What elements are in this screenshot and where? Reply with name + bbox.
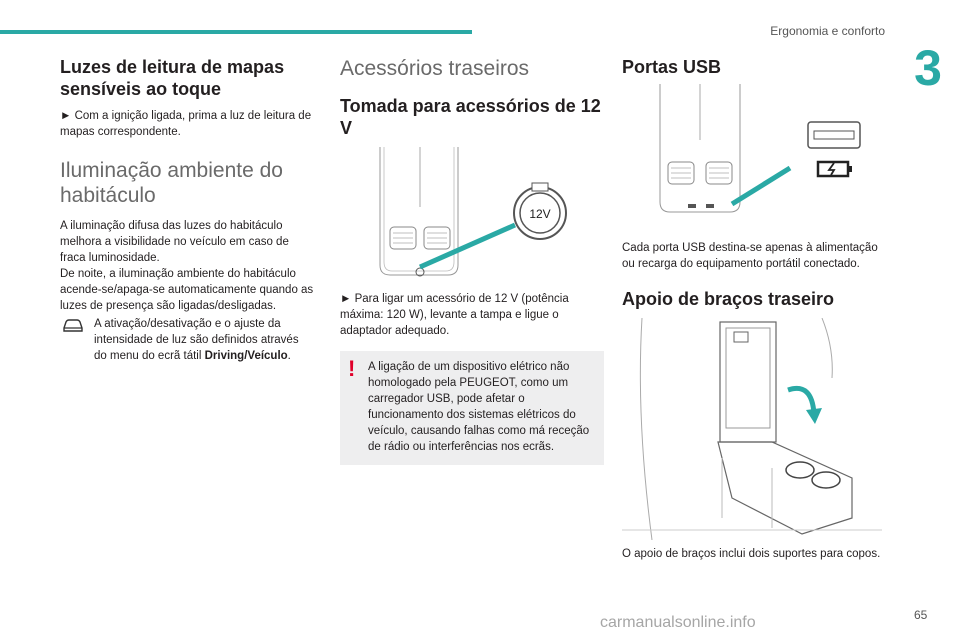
heading-rear-accessories: Acessórios traseiros bbox=[340, 57, 530, 80]
armrest-drawing bbox=[622, 317, 882, 541]
armrest-illustration bbox=[622, 317, 882, 541]
socket-label: 12V bbox=[529, 207, 550, 221]
heading-ambient-lighting: Iluminação ambiente do habitáculo bbox=[60, 159, 283, 207]
note-text: A ativação/desativação e o ajuste da int… bbox=[94, 318, 299, 362]
top-accent-bar bbox=[0, 30, 472, 34]
touchscreen-note: A ativação/desativação e o ajuste da int… bbox=[60, 316, 314, 364]
menu-name: Driving/Veículo bbox=[204, 350, 288, 362]
column-1: Luzes de leitura de mapas sensíveis ao t… bbox=[60, 56, 314, 364]
usb-illustration bbox=[622, 84, 882, 224]
console-usb-drawing bbox=[659, 84, 861, 213]
heading-rear-armrest: Apoio de braços traseiro bbox=[622, 289, 835, 309]
warning-text: A ligação de um dispositivo elétrico não… bbox=[368, 361, 590, 453]
battery-charge-icon bbox=[816, 160, 852, 178]
touchscreen-note-text: A ativação/desativação e o ajuste da int… bbox=[94, 316, 314, 364]
heading-map-lights: Luzes de leitura de mapas sensíveis ao t… bbox=[60, 57, 285, 99]
ambient-text-2: De noite, a iluminação ambiente do habit… bbox=[60, 268, 314, 312]
chapter-number: 3 bbox=[914, 40, 942, 96]
section-title: Ergonomia e conforto bbox=[770, 24, 885, 38]
console-12v-drawing: 12V bbox=[379, 147, 567, 277]
column-3: Portas USB Cada porta USB destina-se ape… bbox=[622, 56, 882, 562]
armrest-text: O apoio de braços inclui dois suportes p… bbox=[622, 548, 881, 560]
watermark: carmanualsonline.info bbox=[600, 614, 756, 631]
warning-icon: ! bbox=[348, 356, 356, 381]
warning-box: ! A ligação de um dispositivo elétrico n… bbox=[340, 351, 604, 465]
ambient-text-1: A iluminação difusa das luzes do habitác… bbox=[60, 220, 289, 264]
page-number: 65 bbox=[914, 608, 928, 622]
car-screen-icon bbox=[60, 316, 86, 334]
rotate-arrow-icon bbox=[787, 386, 822, 424]
heading-usb-ports: Portas USB bbox=[622, 57, 722, 77]
socket-illustration: 12V bbox=[340, 147, 604, 287]
heading-12v-socket: Tomada para acessórios de 12 V bbox=[340, 96, 601, 138]
usb-text: Cada porta USB destina-se apenas à alime… bbox=[622, 242, 878, 270]
note-end: . bbox=[287, 350, 291, 362]
column-2: Acessórios traseiros Tomada para acessór… bbox=[340, 56, 604, 465]
map-lights-text: ► Com a ignição ligada, prima a luz de l… bbox=[60, 110, 312, 138]
usb-port-icon bbox=[807, 121, 861, 149]
socket-instructions: ► Para ligar um acessório de 12 V (potên… bbox=[340, 293, 569, 337]
